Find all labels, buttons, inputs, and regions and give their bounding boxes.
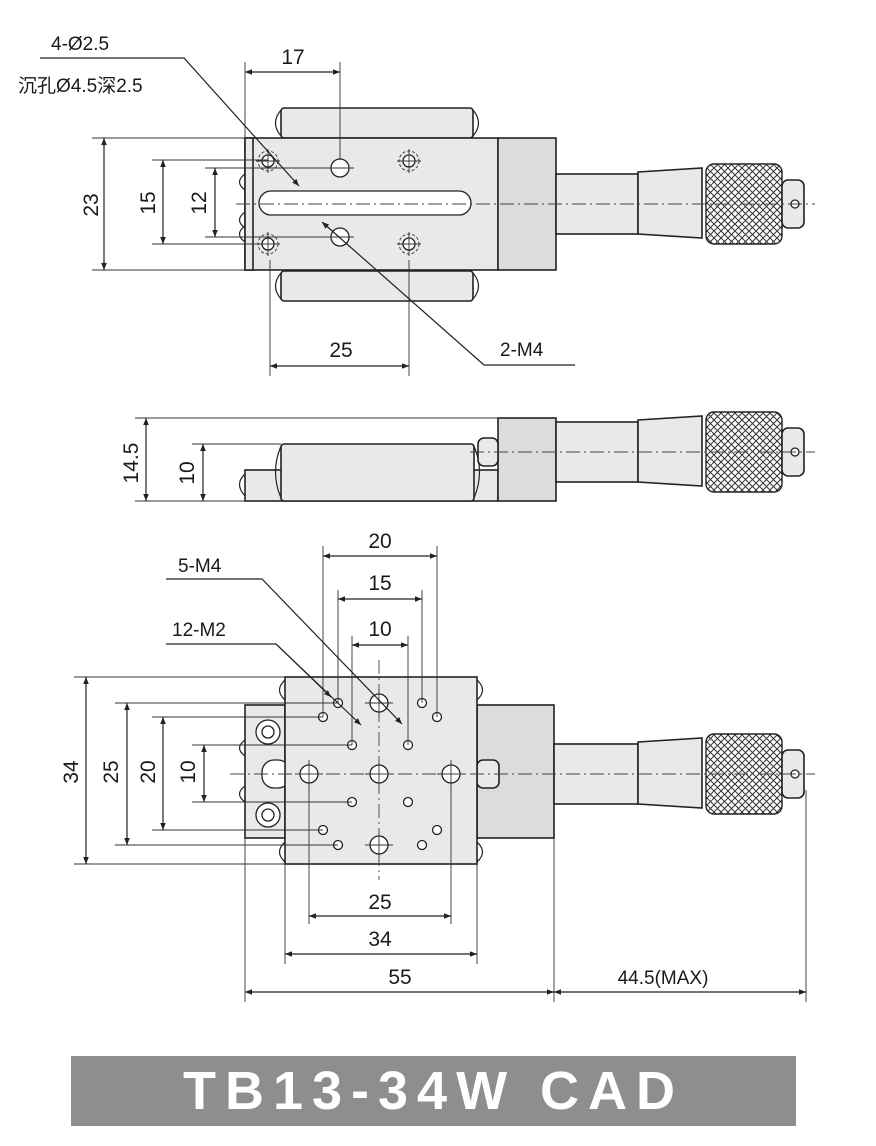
note-5m4: 5-M4	[178, 556, 222, 577]
ext-line	[135, 417, 498, 502]
rail-bottom	[280, 270, 474, 302]
rail-top	[280, 107, 474, 139]
leader-5m4	[166, 578, 403, 725]
dim-20-top: 20	[368, 530, 391, 553]
leader-m4	[321, 221, 575, 366]
dim-17: 17	[281, 46, 304, 69]
left-screws	[238, 739, 246, 803]
left-screw-inner	[261, 808, 275, 822]
ext-line	[74, 546, 807, 1002]
dim-15-top: 15	[368, 572, 391, 595]
dim-14-5: 14.5	[120, 443, 143, 484]
side-view: 14.5 10	[120, 411, 815, 502]
dim-34-left: 34	[60, 760, 83, 784]
leader-holes	[40, 57, 300, 187]
side-micrometer-block	[497, 417, 557, 502]
top-plate-caps	[278, 679, 484, 863]
note-counterbore: 沉孔Ø4.5深2.5	[18, 75, 143, 97]
side-thimble	[637, 415, 703, 487]
dim-55: 55	[388, 966, 411, 989]
side-screw	[238, 473, 246, 497]
ext-line	[92, 62, 410, 376]
dim-15: 15	[137, 191, 160, 214]
front-thimble	[637, 737, 703, 809]
note-2m4: 2-M4	[500, 340, 544, 361]
dim-10: 10	[176, 461, 199, 484]
note-holes: 4-Ø2.5	[51, 34, 109, 55]
note-12m2: 12-M2	[172, 620, 226, 641]
dim-max: 44.5(MAX)	[618, 968, 709, 989]
dim-25: 25	[329, 339, 352, 362]
side-upper-block	[280, 443, 475, 502]
dim-20-left: 20	[137, 760, 160, 783]
slot	[258, 190, 472, 216]
dim-25-left: 25	[100, 760, 123, 783]
title-text: TB13-34W CAD	[182, 1061, 685, 1121]
rail-cap	[274, 109, 480, 300]
dim-10-top: 10	[368, 618, 391, 641]
left-screws	[238, 173, 246, 243]
leader-12m2-branch	[275, 643, 332, 698]
dim-25-bottom: 25	[368, 891, 391, 914]
dim-12: 12	[188, 191, 211, 214]
dim-10-left: 10	[177, 760, 200, 783]
micrometer-thimble	[637, 167, 703, 239]
title-bar: TB13-34W CAD	[71, 1056, 796, 1126]
bottom-view: 20 15 10 5-M4 12-M2 34 25 20 10 25 34 55…	[60, 530, 815, 1002]
left-screw-inner	[261, 725, 275, 739]
side-rail-caps	[274, 445, 481, 499]
dim-34-bottom: 34	[368, 928, 392, 951]
top-view: 17 4-Ø2.5 沉孔Ø4.5深2.5 23 15 12 25 2-M4	[18, 34, 815, 376]
dim-23: 23	[80, 193, 103, 216]
